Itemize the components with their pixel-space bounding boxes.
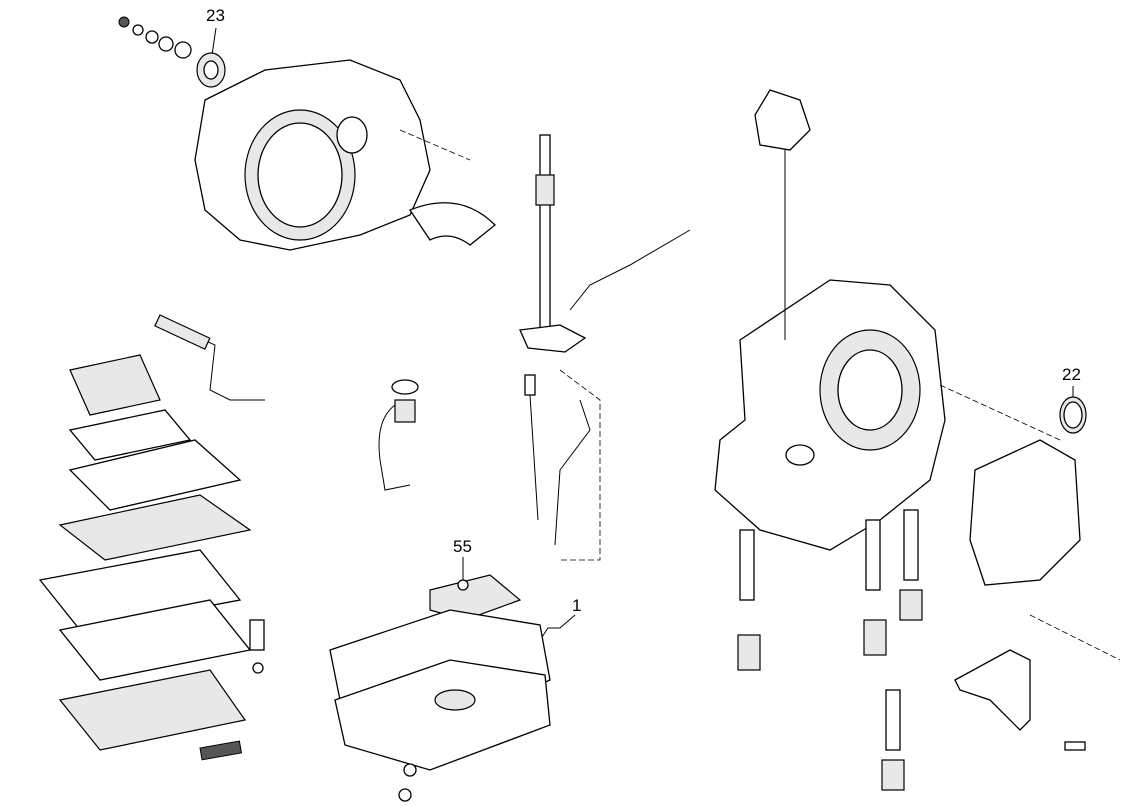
accumulator-springs [737,509,923,791]
oil-filter-55 [429,574,522,621]
wire-harness [154,314,265,401]
transmission-case [714,89,946,551]
oil-pan-1 [329,609,551,802]
seal-rings-set [118,16,226,88]
manual-shaft [519,134,691,353]
callout-1: 1 [572,596,582,615]
side-cover [969,396,1087,586]
converter-housing [194,59,496,251]
callout-55: 55 [453,537,472,556]
callout-22: 22 [1062,365,1081,384]
callout-23-leader [211,27,217,56]
dipstick [524,369,601,561]
callout-1-leader [539,614,576,641]
callout-23: 23 [206,6,225,25]
valve-body-assembly [38,354,265,761]
bracket-pipe [954,649,1086,751]
speed-sensor [378,379,419,491]
